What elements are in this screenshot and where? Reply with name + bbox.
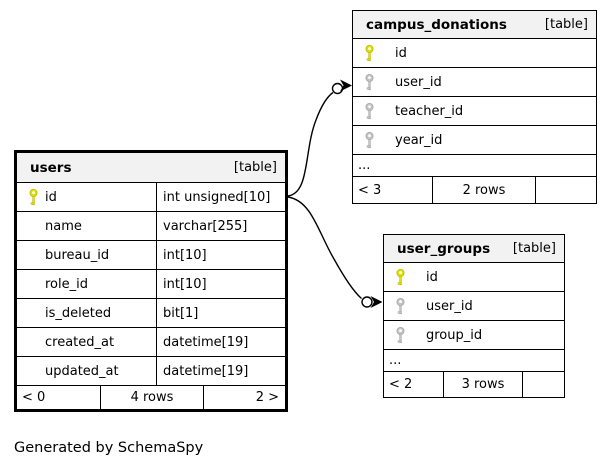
zero-or-many-circle [361,296,373,308]
column-name: updated_at [45,363,119,379]
row-count: 2 rows [432,177,535,203]
table-users[interactable]: users [table] id int unsigned[10] [14,150,288,412]
column-type: int[10] [156,241,285,269]
generator-note: Generated by SchemaSpy [14,440,204,456]
table-name[interactable]: user_groups [397,240,491,257]
table-campus-donations[interactable]: campus_donations [table] id [352,10,597,204]
column-row-is-deleted: is_deleted bit[1] [17,299,285,328]
table-type-tag: [table] [512,241,556,256]
column-row-id: id [353,39,596,68]
column-name: id [426,269,438,285]
table-user-groups-header: user_groups [table] [384,235,564,263]
table-users-header: users [table] [17,153,285,183]
column-row-name: name varchar[255] [17,212,285,241]
column-row-user-id: user_id [353,68,596,97]
index-key-icon [353,73,395,91]
column-row-created-at: created_at datetime[19] [17,328,285,357]
related-tables-left-count: < 0 [22,390,46,405]
table-user-groups-footer: < 2 3 rows [384,372,564,397]
row-count: 3 rows [443,372,522,397]
column-row-updated-at: updated_at datetime[19] [17,357,285,386]
column-type: varchar[255] [156,212,285,240]
table-campus-donations-footer: < 3 2 rows [353,177,596,203]
column-row-bureau-id: bureau_id int[10] [17,241,285,270]
column-name: id [395,45,407,61]
column-type: datetime[19] [156,328,285,356]
hidden-columns-ellipsis: ... [384,350,564,372]
related-tables-right-count: 2 > [203,386,285,409]
column-row-user-id: user_id [384,292,564,321]
column-name: user_id [426,298,473,314]
related-tables-left-count: < 2 [389,377,413,392]
column-name: role_id [45,276,88,292]
hidden-columns-ellipsis: ... [353,155,596,177]
column-type: int unsigned[10] [156,183,285,211]
column-type: datetime[19] [156,357,285,385]
relationship-users-campus-donations [287,79,352,197]
row-count: 4 rows [100,386,203,409]
column-name: is_deleted [45,305,112,321]
column-name: bureau_id [45,247,110,263]
related-tables-right-count [535,177,596,203]
column-type: bit[1] [156,299,285,327]
primary-key-icon [384,268,426,286]
column-row-teacher-id: teacher_id [353,97,596,126]
table-campus-donations-header: campus_donations [table] [353,11,596,39]
table-users-footer: < 0 4 rows 2 > [17,386,285,409]
related-tables-left-count: < 3 [358,182,382,198]
column-name: group_id [426,327,483,343]
column-name: created_at [45,334,115,350]
table-user-groups[interactable]: user_groups [table] id [383,234,565,398]
primary-key-icon [17,188,45,206]
relationship-users-user-groups [287,196,383,308]
index-key-icon [384,297,426,315]
table-type-tag: [table] [233,160,277,175]
column-name: user_id [395,74,442,90]
relationship-arrowhead [370,296,383,308]
index-key-icon [384,326,426,344]
column-name: name [45,218,82,234]
column-type: int[10] [156,270,285,298]
column-row-id: id int unsigned[10] [17,183,285,212]
column-row-id: id [384,263,564,292]
column-row-role-id: role_id int[10] [17,270,285,299]
column-name: teacher_id [395,103,464,119]
column-name: year_id [395,132,443,148]
primary-key-icon [353,44,395,62]
column-row-year-id: year_id [353,126,596,155]
table-name[interactable]: campus_donations [366,16,507,33]
related-tables-right-count [522,372,564,397]
relationship-arrowhead [340,79,352,92]
table-name[interactable]: users [30,159,72,176]
column-name: id [45,189,57,205]
index-key-icon [353,102,395,120]
column-row-group-id: group_id [384,321,564,350]
table-type-tag: [table] [544,17,588,32]
index-key-icon [353,131,395,149]
zero-or-many-circle [331,82,344,95]
